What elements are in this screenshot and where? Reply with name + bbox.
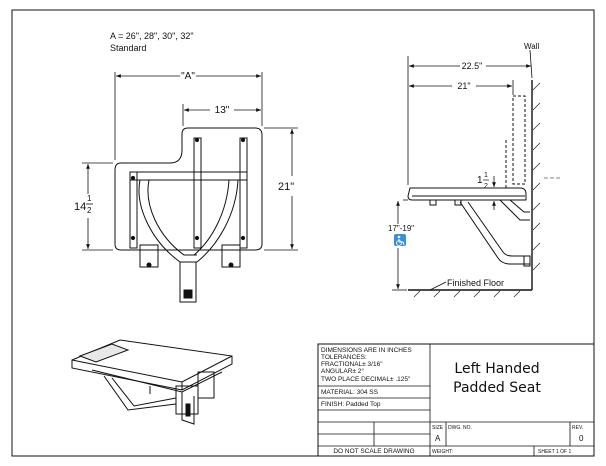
weight-label: WEIGHT: (432, 449, 453, 455)
note-line-3: FRACTIONAL± 3/16" (321, 361, 383, 368)
do-not-scale-label: DO NOT SCALE DRAWING (333, 448, 414, 455)
finish-label: FINISH: Padded Top (321, 401, 381, 408)
note-line-5: TWO PLACE DECIMAL± .125" (321, 376, 411, 383)
size-value: A (435, 434, 441, 443)
rev-value: 0 (579, 434, 584, 443)
top-view (114, 127, 263, 303)
dim-21-side-label: 21" (457, 81, 470, 91)
dim-1-num: 1 (484, 172, 488, 179)
size-label: SIZE (432, 425, 444, 431)
note-line-4: ANGULAR± 2° (321, 367, 364, 375)
side-view-dimensions (392, 49, 533, 291)
dwg-no-label: DWG. NO. (448, 425, 472, 431)
title-block (317, 343, 595, 457)
top-view-dimensions (82, 72, 298, 251)
note-line-1: DIMENSIONS ARE IN INCHES (321, 347, 412, 354)
dim-14-den: 2 (87, 206, 92, 215)
title-line-1: Left Handed (454, 361, 539, 377)
dim-14-whole: 14 (74, 201, 86, 213)
dim-14-num: 1 (87, 194, 92, 203)
size-note-line1: A = 26", 28", 30", 32" (110, 31, 194, 41)
dim-1-den: 2 (484, 183, 488, 190)
material-label: MATERIAL: 304 SS (321, 389, 379, 396)
rev-label: REV. (572, 425, 583, 431)
dim-1-whole: 1 (477, 175, 483, 186)
side-view (407, 80, 560, 298)
dim-17-19-label: 17"-19" (388, 224, 414, 233)
isometric-view (71, 339, 233, 425)
size-note-line2: Standard (110, 43, 147, 53)
dim-22-5-label: 22.5" (462, 61, 483, 71)
wall-label: Wall (524, 42, 539, 51)
note-line-2: TOLERANCES: (321, 354, 367, 361)
title-line-2: Padded Seat (453, 380, 541, 396)
finished-floor-label: Finished Floor (447, 278, 504, 288)
dim-13-label: 13" (215, 105, 230, 116)
sheet-label: SHEET 1 OF 1 (538, 449, 571, 455)
dim-a-label: "A" (181, 71, 195, 82)
sheet-border (11, 9, 595, 457)
dim-21-right-label: 21" (278, 181, 294, 193)
wheelchair-accessibility-icon (394, 234, 406, 246)
